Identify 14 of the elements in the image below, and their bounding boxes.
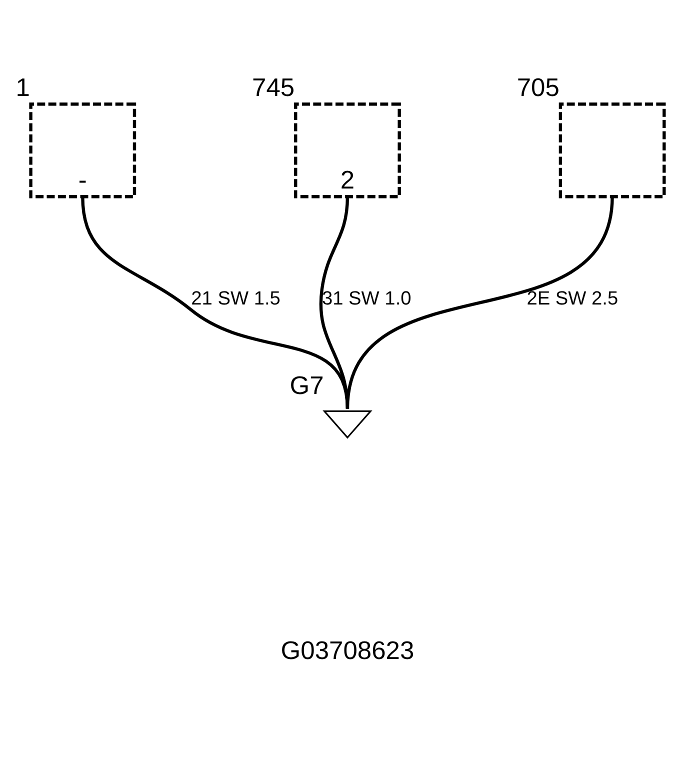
node-label: 1 bbox=[16, 74, 30, 102]
label: G03708623 bbox=[280, 636, 414, 665]
node-box: 2 bbox=[294, 102, 401, 198]
connector bbox=[81, 196, 350, 409]
node-label: G7 bbox=[290, 372, 324, 400]
node-label: 745 bbox=[252, 74, 295, 102]
edge-label: 31 SW 1.0 bbox=[322, 288, 412, 310]
node-label: 705 bbox=[516, 74, 560, 102]
node-box: - bbox=[29, 102, 136, 198]
node-ground bbox=[322, 410, 372, 439]
edge-label: 21 SW 1.5 bbox=[191, 288, 280, 310]
node-box bbox=[558, 102, 666, 198]
edge-label: 2E SW 2.5 bbox=[526, 288, 618, 310]
connector bbox=[346, 196, 614, 410]
